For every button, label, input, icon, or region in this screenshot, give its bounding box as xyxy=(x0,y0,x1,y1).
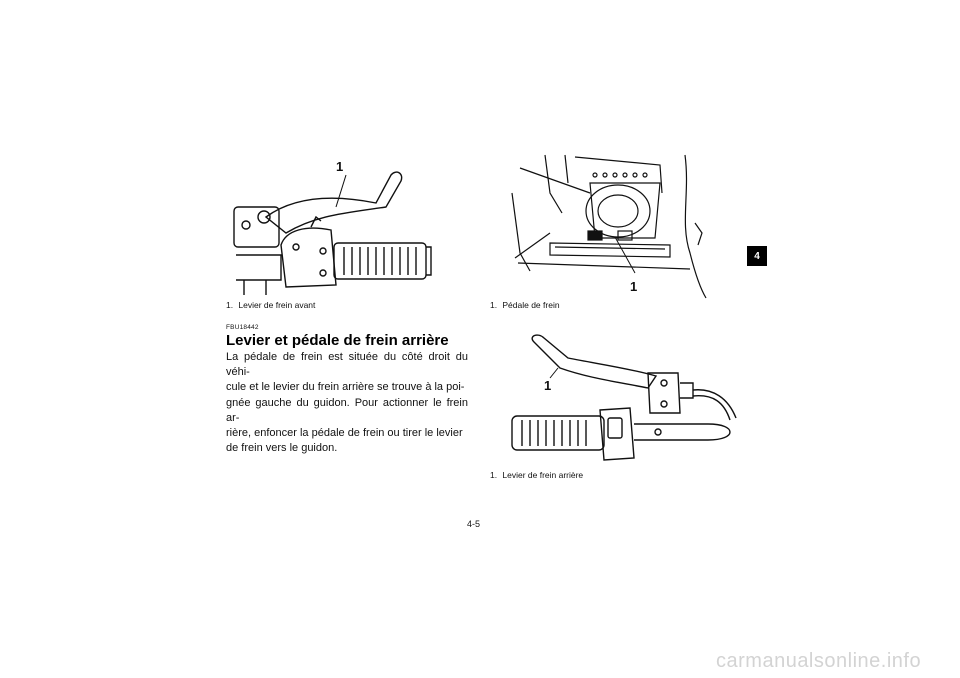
front-brake-lever-figure: 1 xyxy=(226,155,471,300)
caption-text: Levier de frein avant xyxy=(238,300,316,310)
section-heading: Levier et pédale de frein arrière xyxy=(226,332,449,349)
caption-number: 1. xyxy=(226,300,234,310)
body-line: La pédale de frein est située du côté dr… xyxy=(226,351,468,379)
front-lever-callout: 1 xyxy=(336,159,343,174)
rear-brake-lever-illustration: 1 xyxy=(511,334,737,461)
front-lever-caption: 1. Levier de frein avant xyxy=(226,300,315,310)
caption-number: 1. xyxy=(490,300,498,310)
brake-pedal-caption: 1. Pédale de frein xyxy=(490,300,560,310)
body-line: de frein vers le guidon. xyxy=(226,442,338,455)
section-code: FBU18442 xyxy=(226,324,259,331)
caption-text: Pédale de frein xyxy=(502,300,560,310)
chapter-tab: 4 xyxy=(747,246,767,266)
caption-number: 1. xyxy=(490,470,498,480)
section-body: La pédale de frein est située du côté dr… xyxy=(226,350,468,456)
body-line: cule et le levier du frein arrière se tr… xyxy=(226,381,465,394)
brake-pedal-illustration: 1 xyxy=(511,154,707,299)
body-line: gnée gauche du guidon. Pour actionner le… xyxy=(226,396,468,424)
rear-brake-lever-figure: 1 xyxy=(508,328,743,468)
watermark: carmanualsonline.info xyxy=(716,650,922,672)
front-brake-lever-illustration: 1 xyxy=(233,159,432,295)
rear-lever-callout: 1 xyxy=(544,378,551,393)
rear-lever-caption: 1. Levier de frein arrière xyxy=(490,470,583,480)
pedal-callout: 1 xyxy=(630,279,637,294)
caption-text: Levier de frein arrière xyxy=(502,470,584,480)
body-line: rière, enfoncer la pédale de frein ou ti… xyxy=(226,427,463,440)
brake-pedal-figure: 1 xyxy=(490,153,708,301)
page-number: 4-5 xyxy=(467,519,481,529)
